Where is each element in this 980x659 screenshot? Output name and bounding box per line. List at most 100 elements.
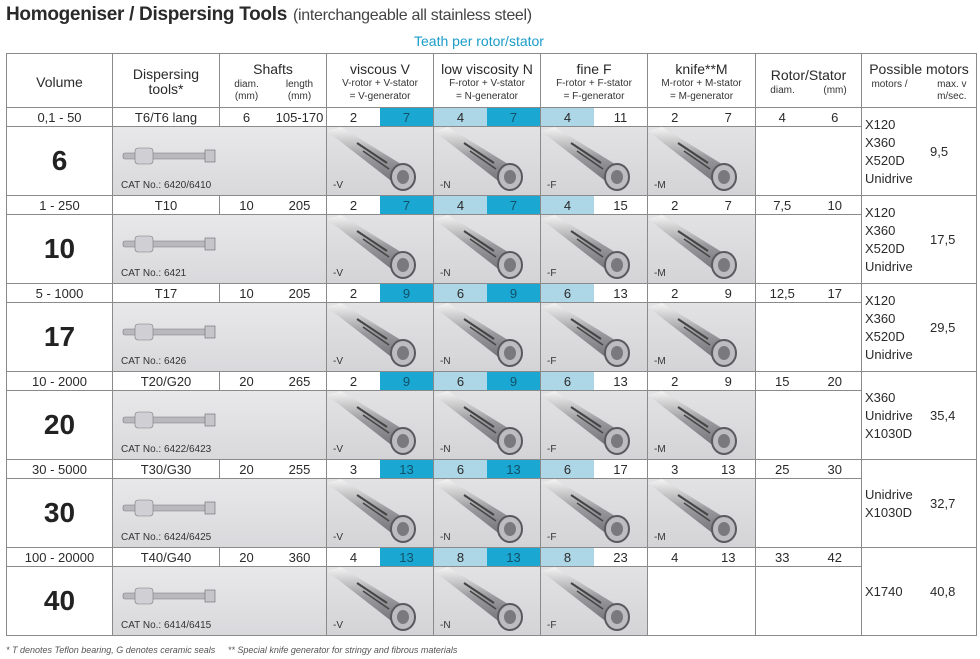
size-number: 10: [6, 214, 113, 284]
rotor-teeth: 2: [349, 373, 358, 389]
tool-shaft-icon: [122, 323, 216, 341]
stator-teeth: 13: [487, 460, 540, 478]
stator-teeth: 13: [380, 460, 433, 478]
size-number: 30: [6, 478, 113, 548]
title-subtitle: (interchangeable all stainless steel): [292, 7, 532, 24]
rotor-teeth: 33: [775, 549, 790, 565]
volume-range: 5 - 1000: [6, 283, 113, 303]
tool-shaft-icon: [122, 411, 216, 429]
motor-item: X360: [865, 134, 896, 150]
stator-teeth: 9: [487, 372, 540, 390]
stator-teeth: 11: [613, 109, 628, 125]
rotor-teeth: 8: [541, 548, 594, 566]
stator-teeth: 9: [380, 284, 433, 302]
header-row: Volume Dispersing tools* Shafts diam. (m…: [6, 53, 977, 108]
tools-table: Volume Dispersing tools* Shafts diam. (m…: [6, 53, 977, 636]
generator-image-m: [647, 566, 756, 636]
max-speed: 29,5: [930, 319, 956, 335]
rotor-teeth: 8: [434, 548, 487, 566]
motor-item: X1030D: [865, 504, 912, 520]
generator-label: -F: [547, 356, 557, 367]
generator-label: -V: [333, 268, 343, 279]
volume-range: 1 - 250: [6, 195, 113, 215]
generator-head-icon: [434, 215, 523, 279]
tool-shaft-icon: [122, 235, 216, 253]
tool-image: CAT No.: 6426: [112, 302, 327, 372]
generator-label: -M: [654, 180, 666, 191]
shaft-length: 265: [288, 373, 311, 389]
generator-image-n: -N: [433, 302, 541, 372]
tool-image: CAT No.: 6421: [112, 214, 327, 284]
page-title: Homogeniser / Dispersing Tools(interchan…: [6, 4, 532, 26]
size-number: 20: [6, 390, 113, 460]
motor-item: Unidrive: [865, 170, 913, 186]
catalog-number: CAT No.: 6422/6423: [121, 444, 212, 455]
generator-label: -N: [440, 268, 451, 279]
motor-item: X360: [865, 222, 896, 238]
generator-head-icon: [434, 391, 523, 455]
footnotes: * T denotes Teflon bearing, G denotes ce…: [6, 645, 467, 655]
rotor-teeth: 6: [541, 460, 594, 478]
tool-image: CAT No.: 6424/6425: [112, 478, 327, 548]
catalog-number: CAT No.: 6414/6415: [121, 620, 212, 631]
volume-range: 0,1 - 50: [6, 107, 113, 127]
generator-head-icon: [541, 303, 630, 367]
tool-name: T10: [112, 195, 220, 215]
size-number: 40: [6, 566, 113, 636]
generator-label: -M: [654, 532, 666, 543]
stator-teeth: 7: [724, 109, 732, 125]
generator-head-icon: [327, 303, 416, 367]
motor-item: X120: [865, 204, 896, 220]
stator-teeth: 15: [613, 197, 628, 213]
stator-teeth: 23: [613, 549, 628, 565]
generator-image-n: -N: [433, 390, 541, 460]
tool-shaft-icon: [122, 587, 216, 605]
generator-image-f: -F: [540, 390, 648, 460]
generator-image-v: -V: [326, 566, 434, 636]
motor-item: Unidrive: [865, 258, 913, 274]
stator-teeth: 20: [827, 373, 842, 389]
generator-head-icon: [327, 479, 416, 543]
tool-name: T40/G40: [112, 547, 220, 567]
generator-label: -M: [654, 356, 666, 367]
rotor-teeth: 4: [349, 549, 358, 565]
size-number: 6: [6, 126, 113, 196]
catalog-number: CAT No.: 6424/6425: [121, 532, 212, 543]
motor-item: X520D: [865, 152, 905, 168]
generator-label: -V: [333, 180, 343, 191]
stator-teeth: 13: [721, 549, 736, 565]
shaft-diam: 10: [239, 285, 254, 301]
stator-teeth: 10: [827, 197, 842, 213]
rotor-teeth: 2: [671, 373, 679, 389]
tool-image: CAT No.: 6420/6410: [112, 126, 327, 196]
generator-image-n: -N: [433, 214, 541, 284]
generator-image-f: -F: [540, 126, 648, 196]
rotor-teeth: 3: [671, 461, 679, 477]
header-motors: Possible motors motors /max. v m/sec.: [861, 53, 977, 108]
generator-image-v: -V: [326, 478, 434, 548]
rotor-teeth: 4: [434, 108, 487, 126]
